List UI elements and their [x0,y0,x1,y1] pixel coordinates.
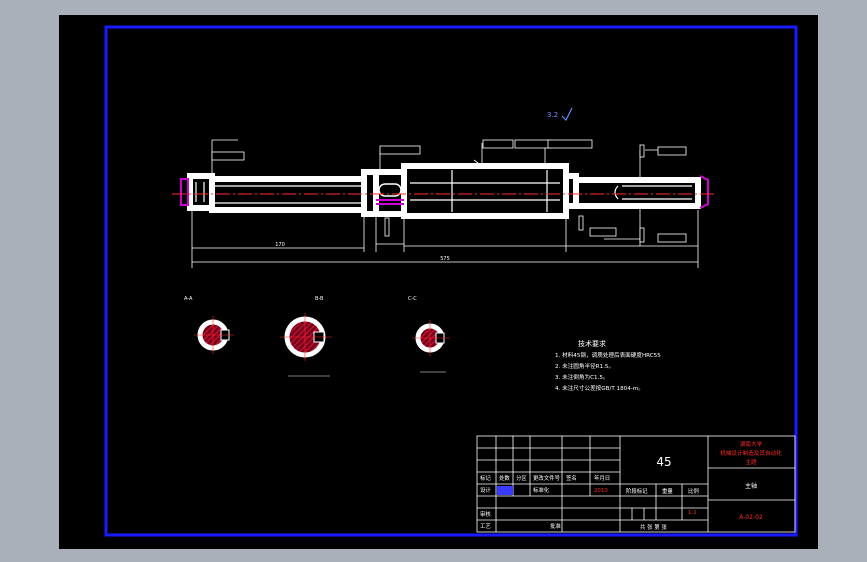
tb-r1-c3: 分区 [516,474,527,482]
drawing-frame [104,25,798,537]
magenta-markers [180,175,709,209]
tb-r3-c1: 审核 [480,510,491,518]
tb-sheet-label: 共 张 第 张 [640,523,667,531]
drawing-sheet [59,15,818,549]
section-a-label: A-A [184,296,193,302]
roughness-mark: 3.2 [547,111,558,119]
tb-r1-c5: 签名 [566,474,577,482]
shaft-main-view [187,163,701,219]
shaft-left-collar [187,173,215,211]
tb-scale-label: 比例 [688,487,699,495]
tb-r1-c6: 年月日 [594,474,610,482]
tb-stage-label: 阶段标记 [626,487,648,495]
tech-requirements: 技术要求 1. 材料45钢，调质处理后表面硬度HRC55 2. 未注圆角半径R1… [555,339,661,392]
section-b: B-B [280,296,332,377]
title-block [476,435,796,533]
tech-req-item-1: 1. 材料45钢，调质处理后表面硬度HRC55 [555,351,661,359]
tech-req-title: 技术要求 [578,339,606,348]
tb-weight-label: 重量 [662,487,673,495]
tb-scale-value: 1:1 [688,510,697,516]
school-line-1: 湖南大学 [740,440,763,448]
shaft-detail-lines [195,170,692,212]
section-a: A-A [184,296,234,354]
tb-r2-date: 2010 [594,488,608,494]
school-line-3: 主题 [745,458,757,466]
tech-req-item-4: 4. 未注尺寸公差按GB/T 1804-m。 [555,384,644,392]
tb-r1-c4: 更改文件号 [533,474,561,482]
tb-r4-c2: 批准 [550,522,561,530]
tech-req-item-3: 3. 未注倒角为C1.5。 [555,373,608,381]
shaft-right-segment [573,177,701,209]
tb-r2-c1: 设计 [480,486,491,494]
section-c-label: C-C [408,296,417,302]
tb-r4-c1: 工艺 [480,523,491,530]
tb-r2-c4: 标准化 [533,486,550,494]
section-c: C-C [408,296,450,373]
section-b-label: B-B [315,296,324,302]
roughness-check-icon [561,107,573,122]
title-block-text: 标记 处数 分区 更改文件号 签名 年月日 设计 标准化 2010 审核 工艺 … [480,474,699,531]
drawing-number: A-02-02 [739,514,763,521]
tolerance-frames [211,139,687,243]
tb-r1-c1: 标记 [480,474,491,482]
tech-req-item-2: 2. 未注圆角半径R1.5。 [555,362,614,370]
part-name: 主轴 [745,482,757,490]
dim-overall-length: 575 [440,256,450,262]
school-info: 湖南大学 机械设计制造及其自动化 主题 [720,440,782,466]
tb-r1-c2: 处数 [499,474,510,482]
dimension-lines [191,139,699,268]
shaft-central-segment [401,163,569,219]
dim-left-segment: 170 [275,242,285,248]
material-label: 45 [656,455,671,469]
designer-highlight [497,486,513,495]
school-line-2: 机械设计制造及其自动化 [720,449,782,457]
